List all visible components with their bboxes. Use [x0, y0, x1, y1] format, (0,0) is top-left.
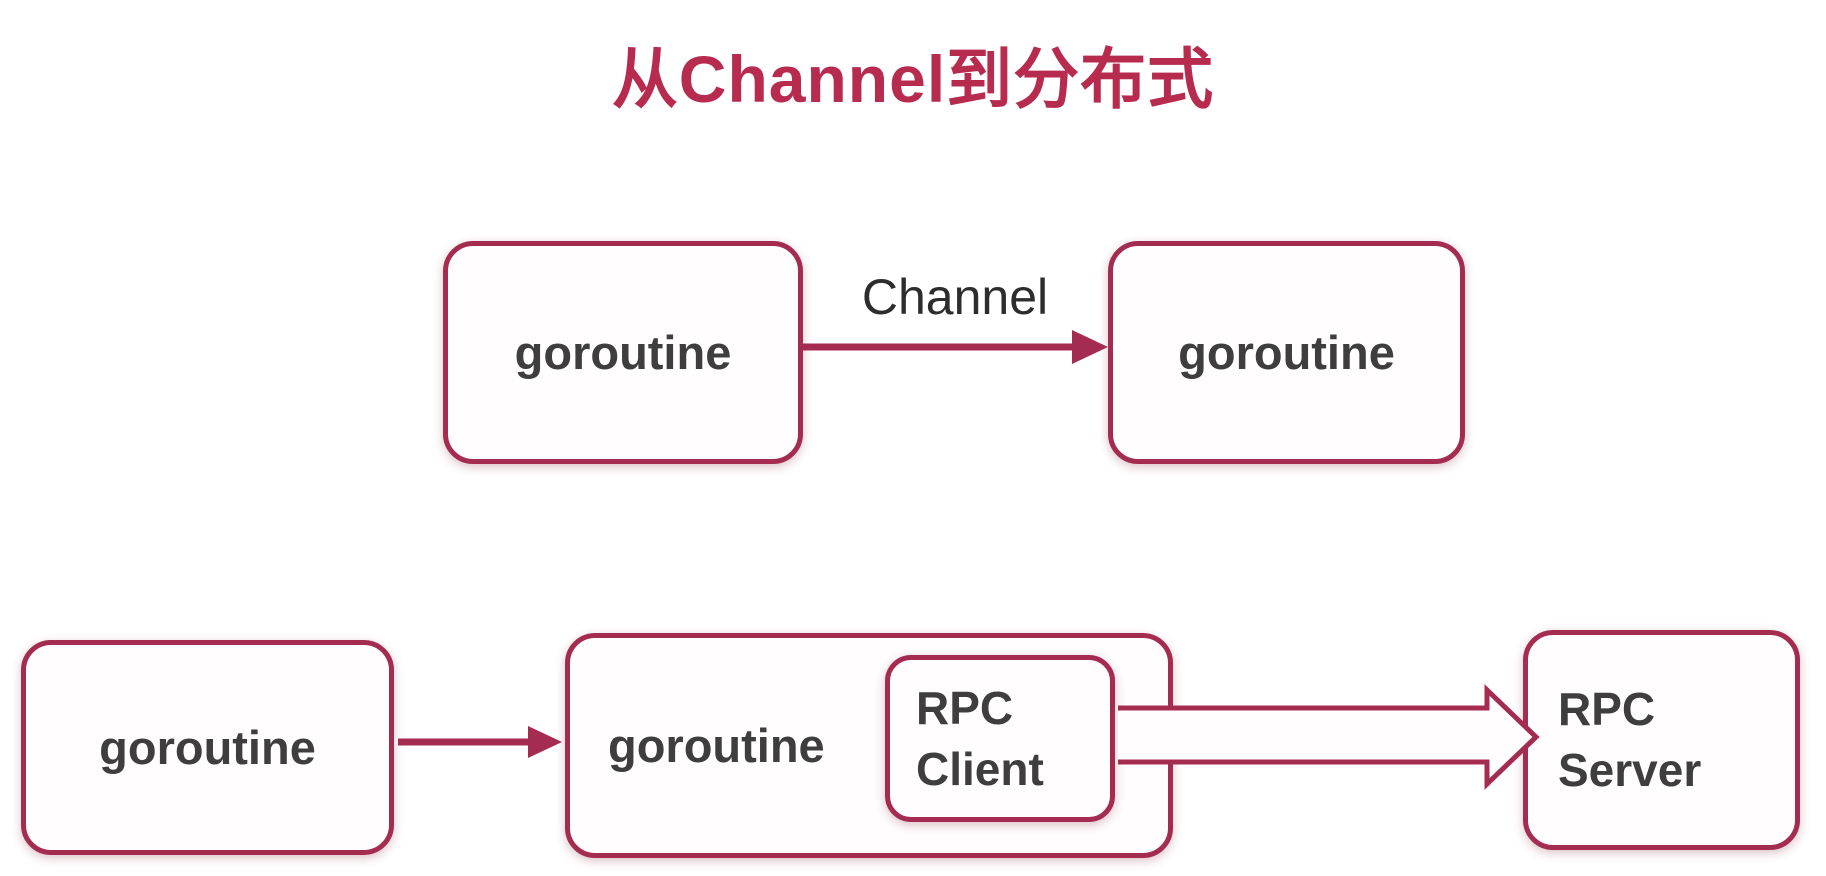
rpc-server-label: RPC Server	[1558, 683, 1702, 796]
goroutine-host-label: goroutine	[608, 719, 825, 772]
flow-arrow-icon	[398, 726, 562, 758]
goroutine-receiver-box: goroutine	[1108, 241, 1465, 464]
channel-arrow-icon	[803, 330, 1108, 364]
goroutine-caller-box: goroutine	[21, 640, 394, 855]
goroutine-host-box: goroutine RPC Client	[565, 633, 1173, 858]
slide-title: 从Channel到分布式	[611, 42, 1215, 116]
goroutine-caller-label: goroutine	[99, 721, 316, 774]
goroutine-receiver-label: goroutine	[1178, 326, 1395, 379]
channel-arrow-label: Channel	[861, 269, 1049, 325]
goroutine-sender-box: goroutine	[443, 241, 803, 464]
rpc-server-box: RPC Server	[1523, 630, 1800, 850]
rpc-client-label: RPC Client	[916, 681, 1044, 795]
rpc-client-box: RPC Client	[885, 655, 1115, 822]
rpc-call-arrow-icon	[1118, 684, 1540, 790]
goroutine-sender-label: goroutine	[514, 326, 732, 379]
